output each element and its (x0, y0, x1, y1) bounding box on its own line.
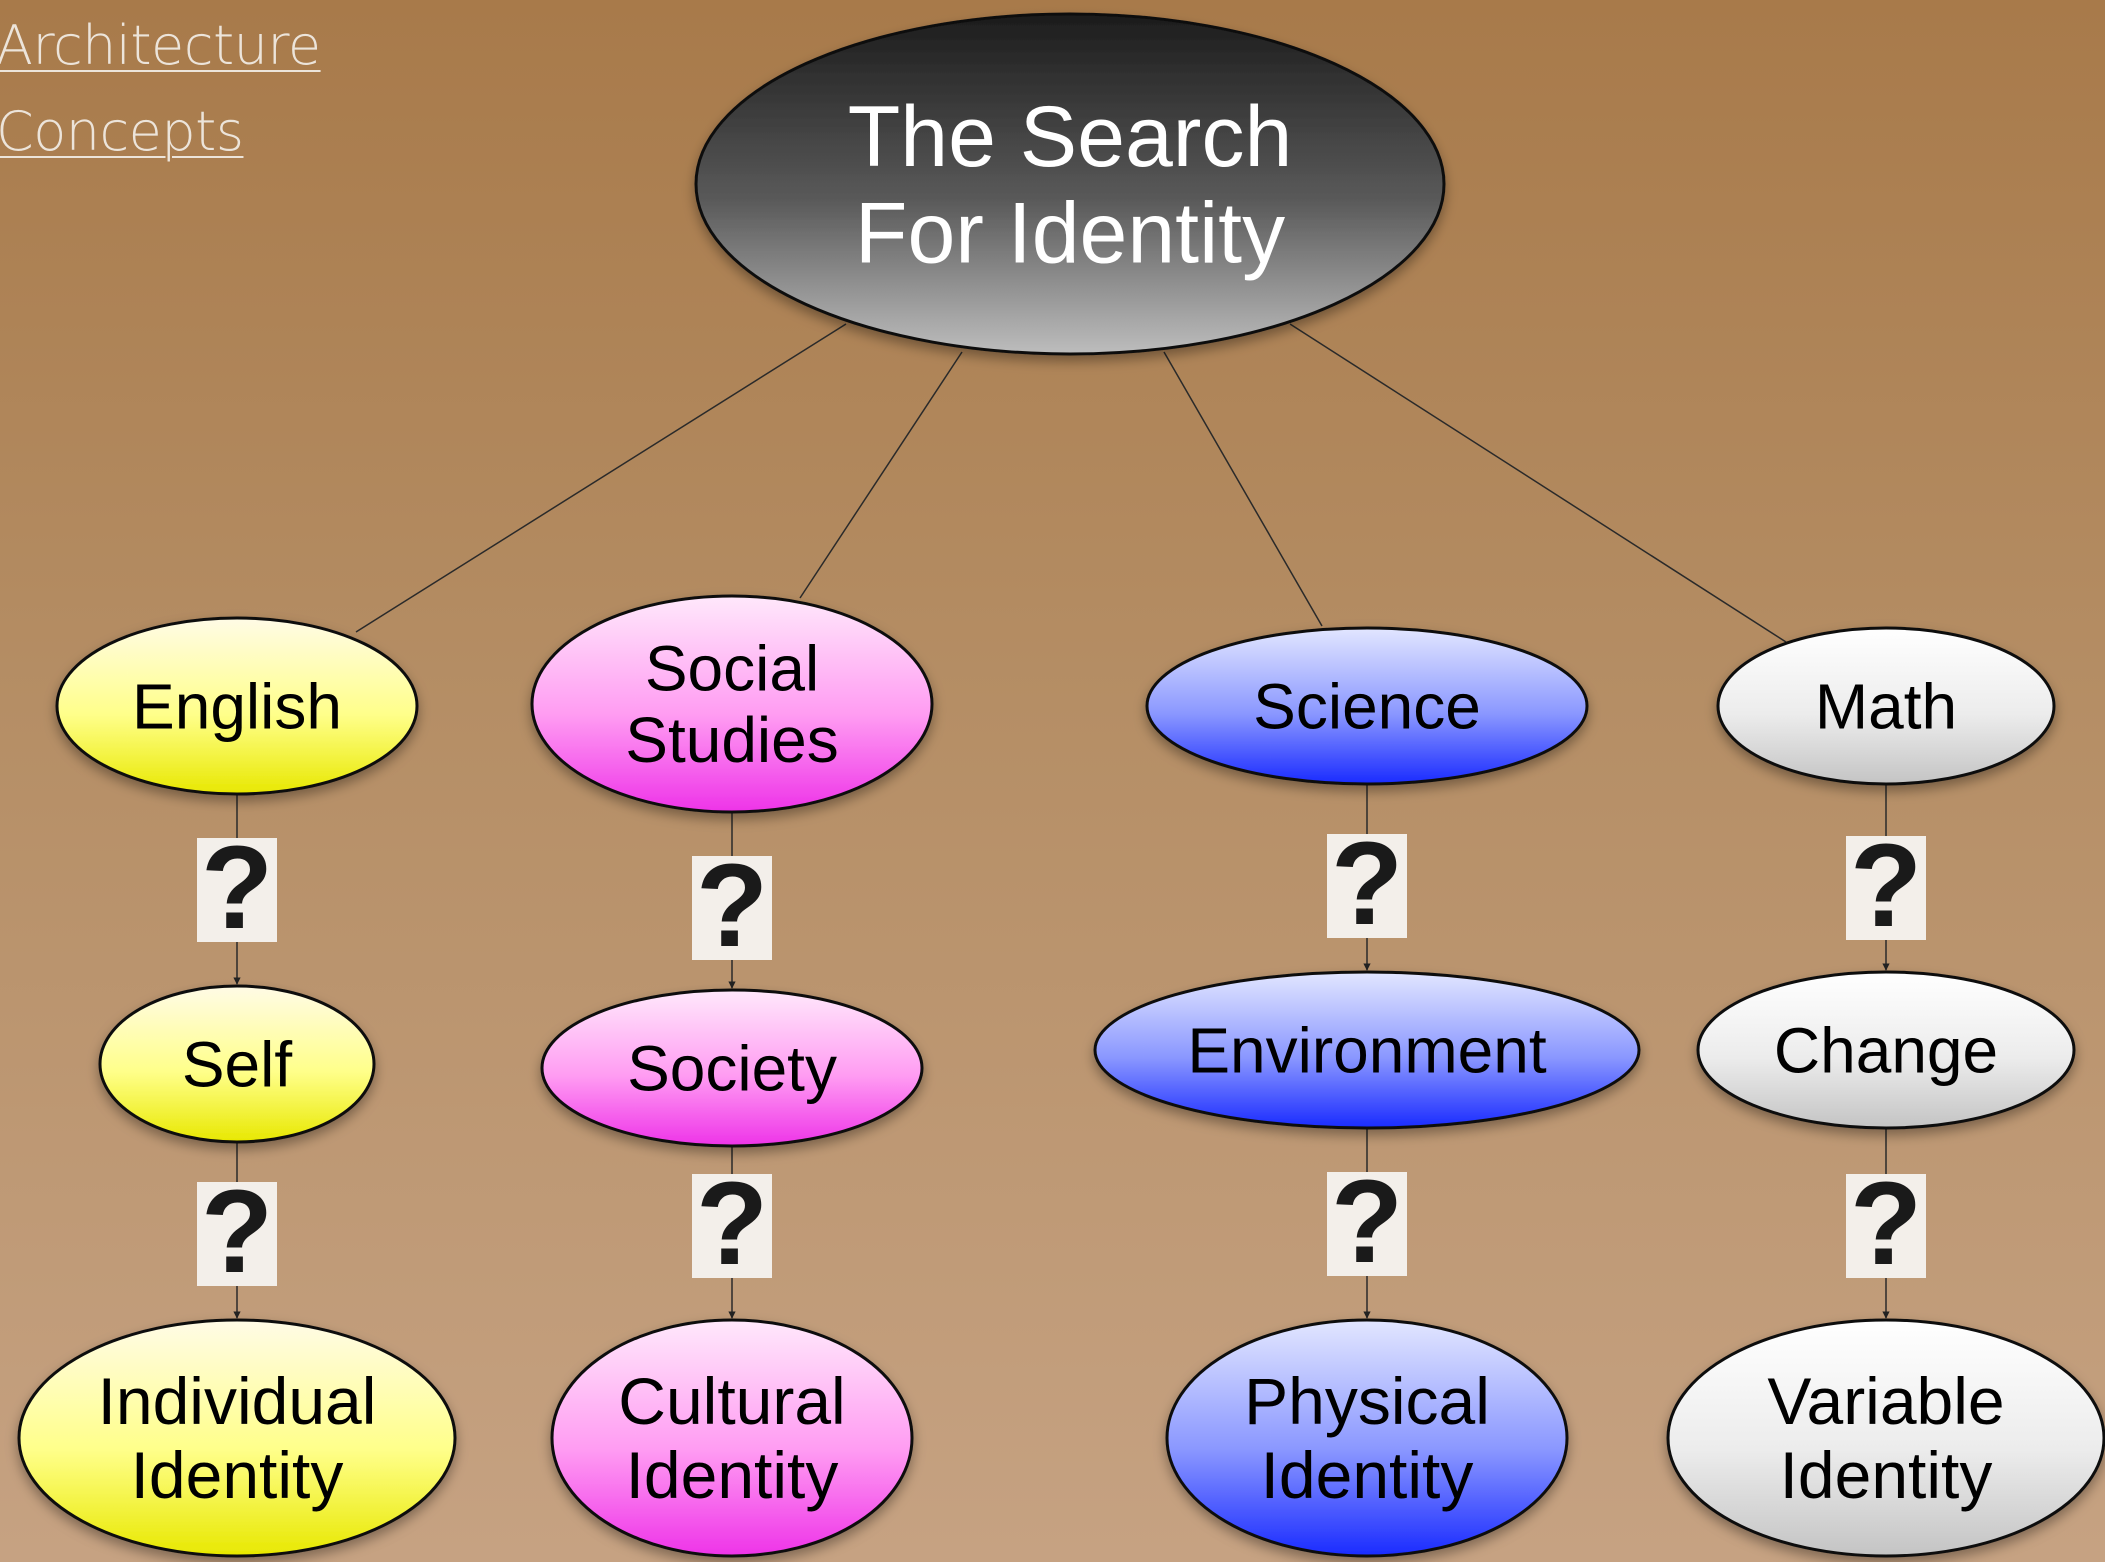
math-identity-node-label: Variable (1767, 1364, 2004, 1438)
root-edge-1 (355, 323, 847, 633)
social-studies-identity-node-label: Identity (626, 1438, 839, 1512)
science-question-1: ? (1327, 818, 1407, 950)
english-question-1: ? (197, 822, 277, 954)
math-middle-node-shape (1696, 970, 2076, 1130)
science-question-2: ? (1327, 1156, 1407, 1288)
english-middle-node-shape (98, 984, 376, 1144)
root-edge-4 (1289, 323, 1787, 643)
social-studies-question-1-glyph: ? (696, 840, 768, 972)
root-node-label: The Search (848, 89, 1293, 185)
english-middle-node-label: Self (182, 1028, 293, 1100)
concepts-link[interactable]: Concepts (0, 100, 244, 163)
english-identity-node-shape (17, 1318, 457, 1558)
english-middle-node: Self (98, 984, 376, 1144)
social-studies-middle-node-label: Society (627, 1032, 837, 1104)
architecture-link[interactable]: Architecture (0, 14, 321, 77)
science-identity-node-shape (1165, 1318, 1569, 1558)
root-edge-3 (1163, 351, 1323, 627)
science-question-2-glyph: ? (1331, 1156, 1403, 1288)
root-node-shape (694, 12, 1446, 356)
social-studies-middle-node: Society (540, 988, 924, 1148)
social-studies-question-2-glyph: ? (696, 1158, 768, 1290)
science-middle-node-shape (1093, 970, 1641, 1130)
social-studies-middle-node-shape (540, 988, 924, 1148)
science-question-1-glyph: ? (1331, 818, 1403, 950)
math-node-shape (1716, 626, 2056, 786)
english-identity-node-label: Individual (98, 1364, 377, 1438)
science-node: Science (1145, 626, 1589, 786)
root-node-label: For Identity (855, 185, 1285, 281)
connector-lines (233, 323, 1890, 1319)
english-node-shape (55, 616, 419, 796)
english-node: English (55, 616, 419, 796)
math-middle-node: Change (1696, 970, 2076, 1130)
math-node: Math (1716, 626, 2056, 786)
social-studies-question-2: ? (692, 1158, 772, 1290)
science-middle-node-label: Environment (1187, 1014, 1547, 1086)
math-node-label: Math (1815, 670, 1957, 742)
math-identity-node-label: Identity (1780, 1438, 1993, 1512)
math-question-2: ? (1846, 1158, 1926, 1290)
math-question-2-glyph: ? (1850, 1158, 1922, 1290)
social-studies-identity-node-label: Cultural (618, 1364, 845, 1438)
english-identity-node-label: Identity (131, 1438, 344, 1512)
social-studies-node-shape (530, 594, 934, 814)
science-middle-node: Environment (1093, 970, 1641, 1130)
social-studies-node-label: Studies (625, 704, 838, 776)
math-question-1-glyph: ? (1850, 820, 1922, 952)
science-node-label: Science (1253, 670, 1481, 742)
social-studies-question-1: ? (692, 840, 772, 972)
english-question-2-glyph: ? (201, 1166, 273, 1298)
science-identity-node-label: Identity (1261, 1438, 1474, 1512)
root-edge-2 (799, 351, 963, 599)
social-studies-identity-node-shape (550, 1318, 914, 1558)
science-node-shape (1145, 626, 1589, 786)
math-question-1: ? (1846, 820, 1926, 952)
math-middle-node-label: Change (1774, 1014, 1998, 1086)
english-question-2: ? (197, 1166, 277, 1298)
english-node-label: English (132, 670, 342, 742)
science-identity-node-label: Physical (1244, 1364, 1490, 1438)
math-identity-node-shape (1666, 1318, 2105, 1558)
social-studies-node-label: Social (645, 633, 819, 705)
english-question-1-glyph: ? (201, 822, 273, 954)
